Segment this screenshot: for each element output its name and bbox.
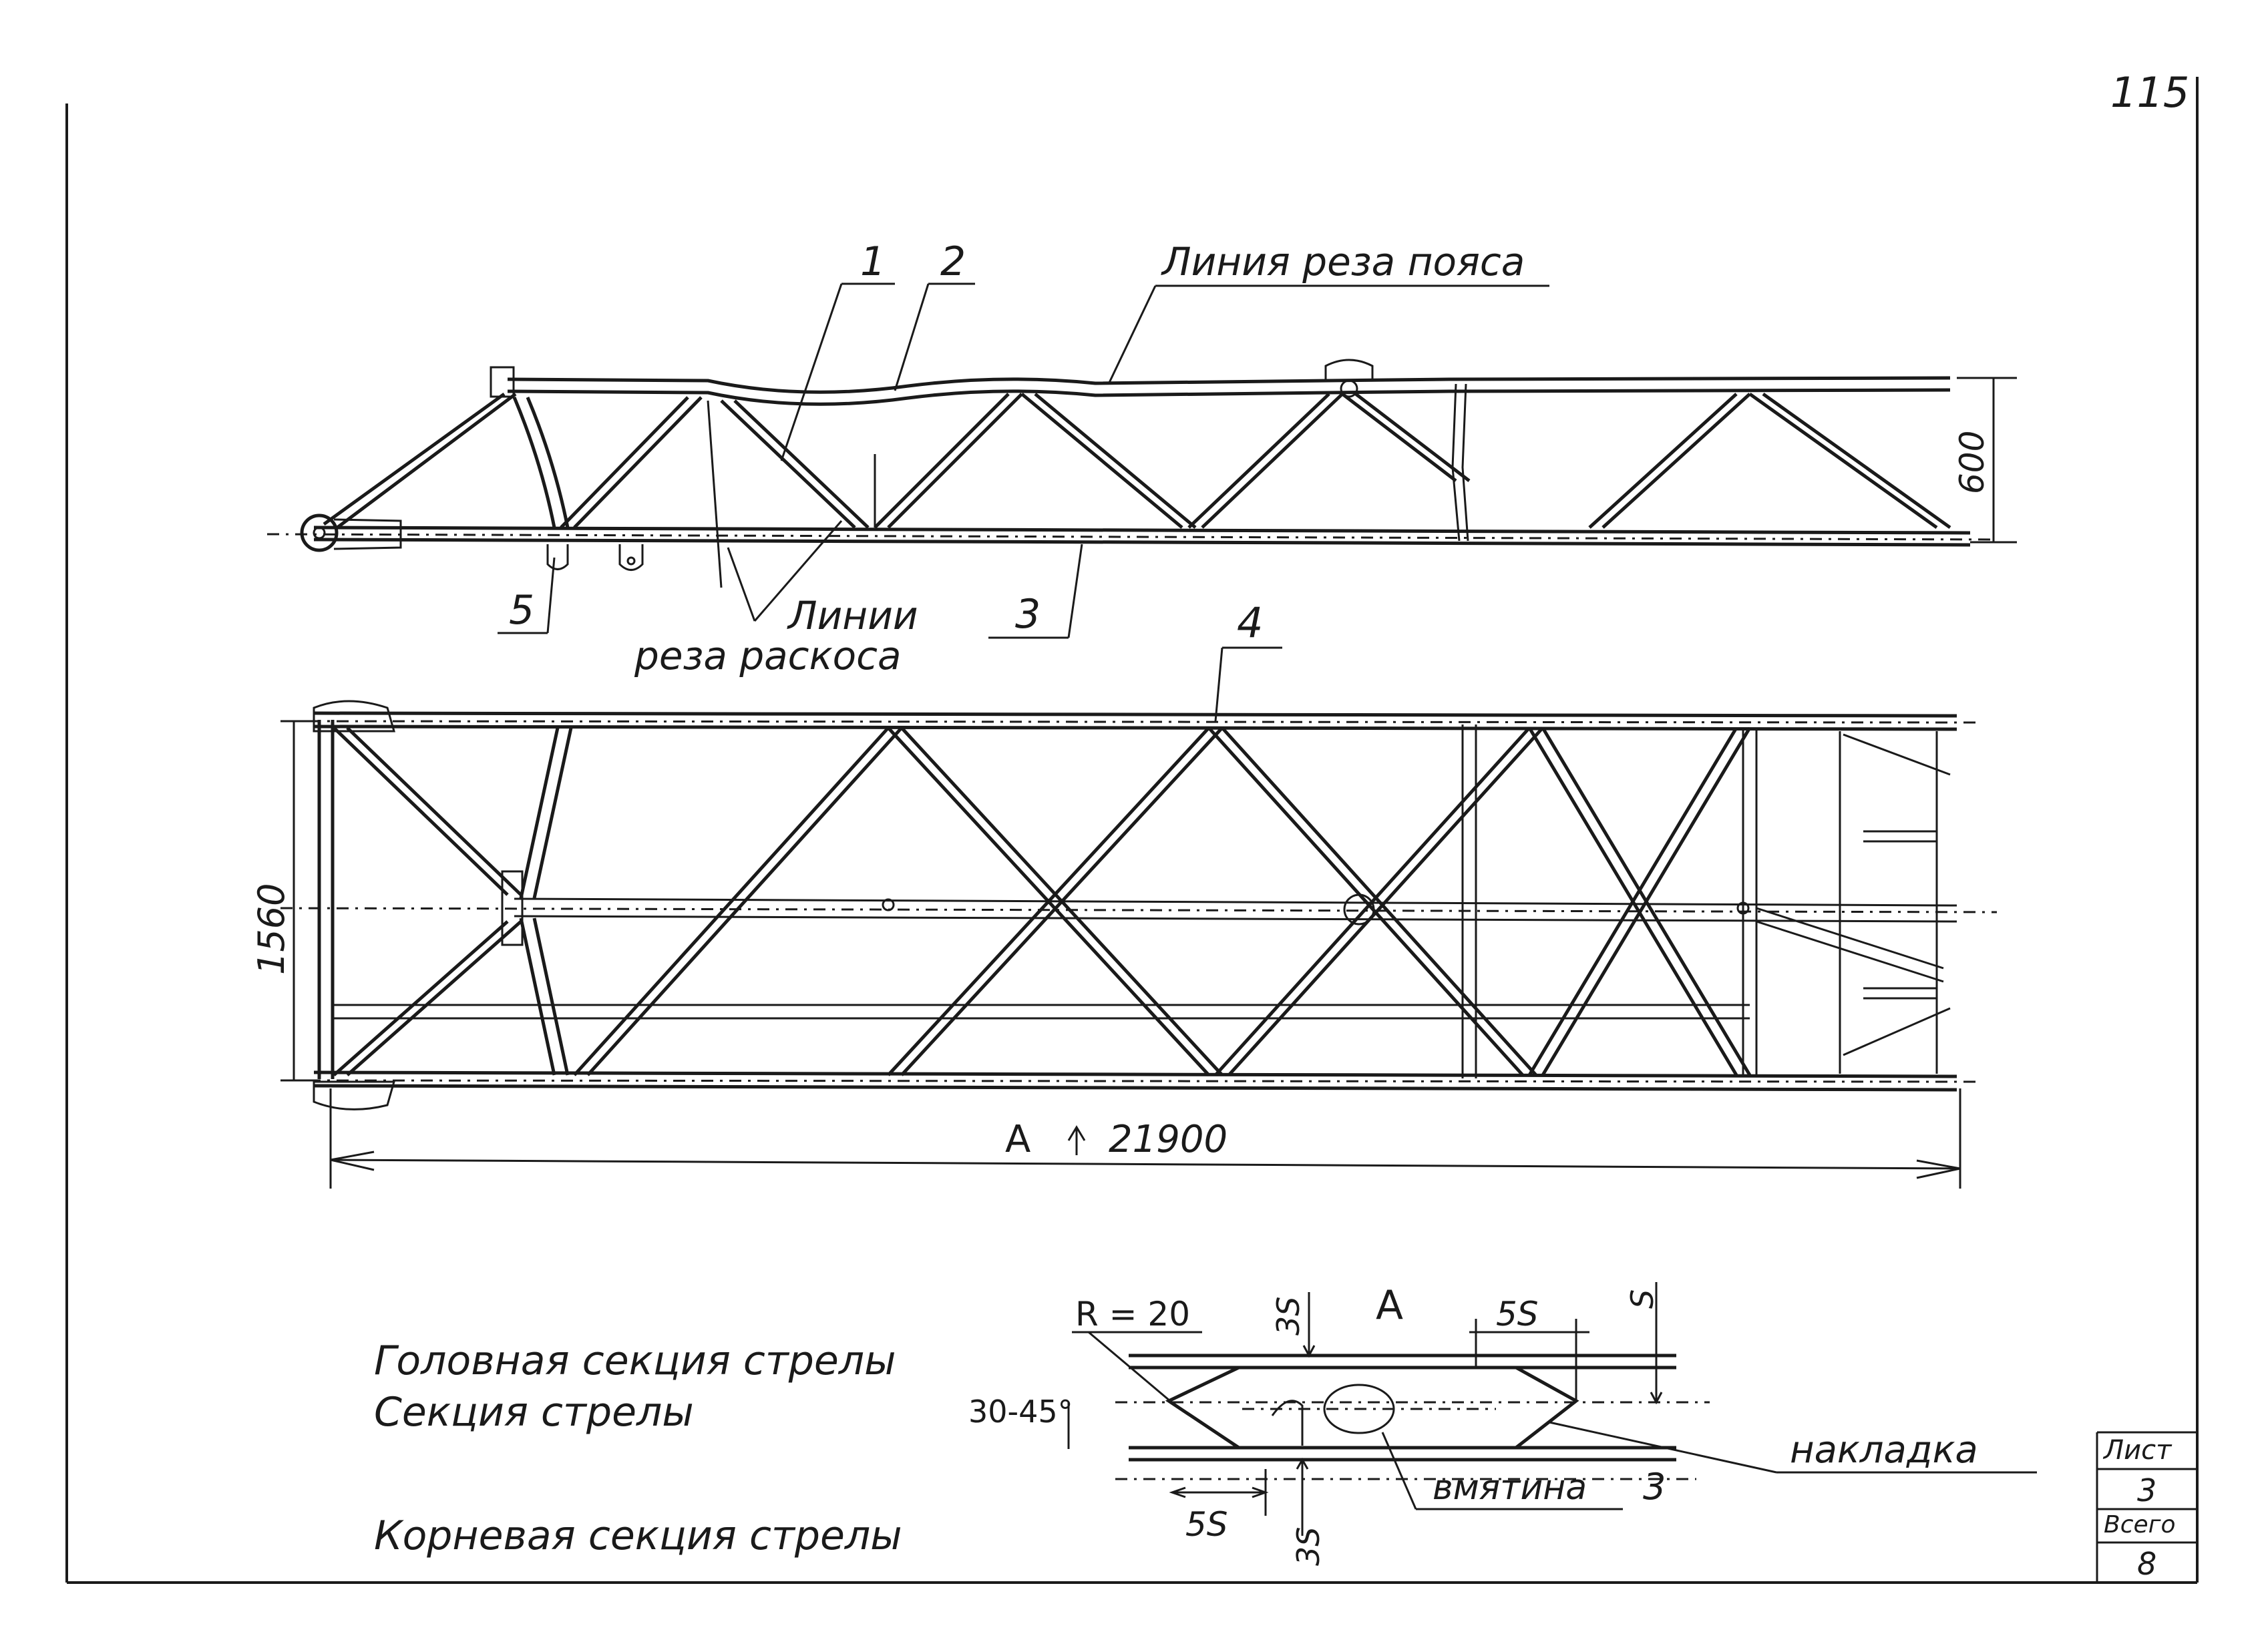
title-block: Лист 3 Всего 8 xyxy=(2096,1431,2197,1583)
chord-cut-label: Линия реза пояса xyxy=(1161,239,1525,284)
side-view-truss xyxy=(266,359,1998,571)
width-dim-label: 1560 xyxy=(250,883,293,975)
callout-1: 1 xyxy=(860,238,886,285)
detail-dim-top-left: 3S xyxy=(1270,1297,1306,1335)
callout-2: 2 xyxy=(940,238,966,285)
detail-dim-top-right: 5S xyxy=(1496,1295,1539,1333)
plan-view-callout: 4 xyxy=(1214,598,1282,722)
detail-dim-bottom: 3S xyxy=(1290,1527,1326,1566)
brace-cut-label-line1: Линии xyxy=(787,593,918,638)
width-dimension: 1560 xyxy=(250,720,314,1082)
dent-label: вмятина xyxy=(1433,1468,1587,1508)
section-legend: Головная секция стрелы Секция стрелы Кор… xyxy=(374,1337,902,1559)
length-dim-label: 21900 xyxy=(1109,1118,1228,1161)
callout-5: 5 xyxy=(509,587,534,634)
side-view-callouts: 1 2 Линия реза пояса Линии реза раскоса … xyxy=(498,238,1549,678)
total-label: Всего xyxy=(2104,1511,2176,1538)
sheet-frame xyxy=(65,77,2199,1584)
height-dimension: 600 xyxy=(1953,377,2017,544)
plan-view-truss xyxy=(280,700,1998,1110)
detail-a: A R = 20 30-45° 3S 5S S 5S xyxy=(968,1282,2037,1566)
height-dim-label: 600 xyxy=(1953,431,1992,494)
detail-angle: 30-45° xyxy=(968,1394,1073,1430)
legend-root-section: Корневая секция стрелы xyxy=(374,1512,902,1559)
length-dimension: A 21900 xyxy=(329,1088,1961,1189)
brace-cut-label-line2: реза раскоса xyxy=(634,633,902,678)
legend-mid-section: Секция стрелы xyxy=(374,1389,694,1436)
view-marker-a: A xyxy=(1005,1118,1030,1161)
detail-dim-bottom-left: 5S xyxy=(1185,1505,1228,1544)
dent-callout: 3 xyxy=(1643,1466,1666,1508)
detail-a-title: A xyxy=(1376,1282,1403,1329)
page-number: 115 xyxy=(2110,68,2189,117)
callout-3: 3 xyxy=(1015,591,1041,638)
plate-label: накладка xyxy=(1790,1428,1978,1472)
legend-head-section: Головная секция стрелы xyxy=(374,1337,896,1384)
sheet-label: Лист xyxy=(2102,1435,2173,1466)
detail-radius: R = 20 xyxy=(1075,1295,1190,1333)
detail-dim-right: S xyxy=(1624,1289,1660,1309)
total-value: 8 xyxy=(2137,1546,2156,1582)
sheet-value: 3 xyxy=(2137,1472,2156,1508)
callout-4: 4 xyxy=(1237,598,1263,647)
